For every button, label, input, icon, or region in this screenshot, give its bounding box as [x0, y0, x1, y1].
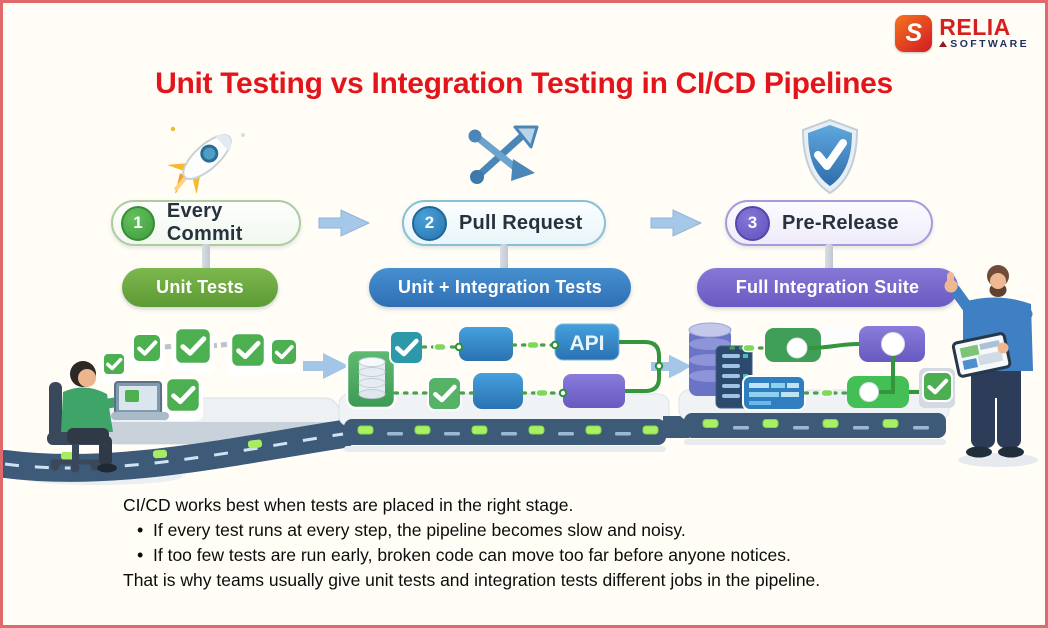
arrow-right-icon: [318, 209, 371, 237]
footer-outro: That is why teams usually give unit test…: [123, 570, 821, 590]
brand-logo: S RELIA SOFTWARE: [895, 15, 1029, 52]
stage-number-badge: 1: [121, 205, 155, 241]
brand-text: RELIA SOFTWARE: [939, 14, 1029, 50]
pill-post: [825, 244, 833, 271]
stage-pill-every-commit: 1 Every Commit: [111, 200, 301, 246]
stage-number-badge: 3: [735, 205, 770, 241]
stage-number-badge: 2: [412, 205, 447, 241]
rocket-icon: [166, 126, 245, 193]
build-node: [459, 327, 513, 361]
test-badge-unit-integration: Unit + Integration Tests: [369, 268, 631, 307]
check-badge: [922, 371, 953, 402]
stage-label: Pull Request: [459, 211, 583, 234]
integration-flow-right: [679, 322, 955, 411]
merge-arrows-icon: [468, 125, 539, 184]
footer-bullet: If too few tests are run early, broken c…: [123, 543, 943, 568]
arrow-right-icon: [650, 209, 703, 237]
unit-test-check-tiles: [100, 326, 300, 421]
left-road: [3, 420, 357, 482]
pill-post: [500, 244, 508, 271]
api-label: API: [569, 332, 604, 355]
brand-name: RELIA: [939, 14, 1011, 40]
stage-label: Pre-Release: [782, 211, 899, 234]
brand-subtitle-row: SOFTWARE: [939, 38, 1029, 50]
scene-arrow-icon: [303, 353, 349, 379]
check-node: [427, 376, 462, 411]
test-badge-full-suite: Full Integration Suite: [697, 268, 958, 307]
test-badge-unit-tests: Unit Tests: [122, 268, 278, 307]
scene-arrow-icon: [651, 354, 693, 379]
service-node: [563, 374, 625, 408]
footer-intro: CI/CD works best when tests are placed i…: [123, 495, 574, 515]
stage-label: Every Commit: [166, 200, 243, 245]
developer-at-laptop: [47, 361, 169, 473]
brand-subtitle: SOFTWARE: [950, 38, 1029, 50]
brand-icon: S: [895, 15, 933, 52]
page-title: Unit Testing vs Integration Testing in C…: [155, 67, 893, 100]
stage-pill-pre-release: 3 Pre-Release: [725, 200, 933, 246]
logo-triangle-icon: [939, 41, 948, 47]
stage-pill-pull-request: 2 Pull Request: [402, 200, 606, 246]
build-node: [473, 373, 523, 409]
footer-bullet: If every test runs at every step, the pi…: [123, 518, 943, 543]
footer-text: CI/CD works best when tests are placed i…: [123, 493, 943, 593]
brand-icon-letter: S: [905, 19, 923, 47]
pill-post: [202, 244, 210, 271]
pipeline-illustration: API: [3, 265, 1038, 485]
integration-flow-middle: API: [345, 323, 664, 411]
check-node: [389, 330, 424, 365]
engineer-with-tablet: [944, 265, 1033, 458]
shield-check-icon: [801, 118, 859, 195]
tablet: [951, 332, 1012, 378]
